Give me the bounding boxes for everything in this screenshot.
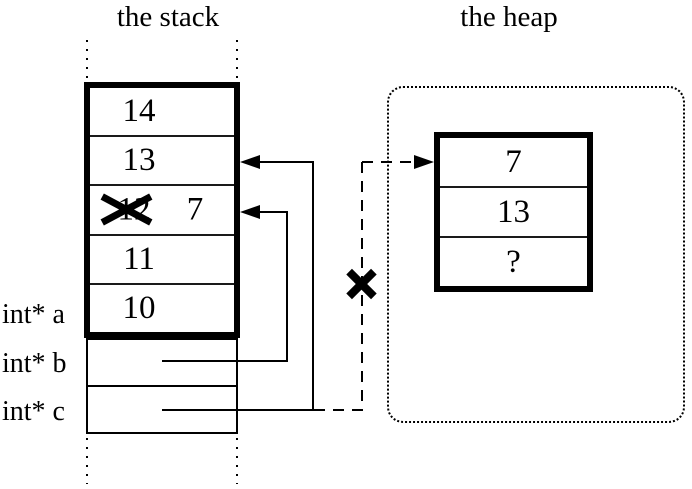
heap-region-boundary	[387, 86, 685, 423]
stack-frame-box: 14 13 12 7 11 10	[84, 82, 240, 338]
stack-guide-dotted-line	[236, 438, 238, 484]
pointer-b-line	[286, 211, 288, 362]
pointer-cells-box	[86, 338, 238, 434]
pointer-c-line	[312, 161, 314, 411]
stack-cell: 14	[90, 88, 234, 138]
stack-cell: 13	[90, 137, 234, 187]
arrow-into-stack-13-icon	[240, 155, 260, 169]
stack-cell-value: 10	[122, 289, 156, 326]
cross-out-x-icon	[99, 193, 154, 226]
stack-guide-dotted-line	[86, 40, 88, 80]
stack-guide-dotted-line	[86, 438, 88, 484]
heap-title: the heap	[460, 1, 558, 33]
pointer-cell-b	[88, 340, 236, 387]
heap-cell: 7	[440, 138, 587, 188]
heap-cell: ?	[440, 238, 587, 286]
dashed-arrow-into-heap-icon	[414, 155, 434, 169]
pointer-label-a: int* a	[2, 299, 65, 330]
dashed-old-pointer-line	[314, 409, 363, 411]
stack-cell: 11	[90, 236, 234, 285]
pointer-label-c: int* c	[2, 396, 65, 427]
pointer-c-line	[162, 409, 314, 411]
arrow-into-stack-7-icon	[240, 205, 260, 219]
dashed-old-pointer-line	[362, 161, 415, 163]
stack-cell-crossed: 12 7	[90, 186, 234, 236]
pointer-b-line	[162, 360, 288, 362]
pointer-b-line	[252, 211, 288, 213]
pointer-label-b: int* b	[2, 348, 67, 379]
stack-title: the stack	[116, 1, 220, 33]
pointer-c-line	[252, 161, 314, 163]
stack-cell-value: 14	[122, 93, 156, 130]
severed-pointer-x-icon	[346, 268, 377, 299]
heap-block-box: 7 13 ?	[434, 132, 593, 292]
heap-cell: 13	[440, 188, 587, 238]
stack-guide-dotted-line	[236, 40, 238, 80]
heap-cell-value: ?	[506, 243, 521, 280]
stack-cell-value: 13	[122, 142, 156, 179]
heap-cell-value: 13	[497, 193, 530, 230]
stack-cell: 10	[90, 285, 234, 332]
stack-cell-value: 11	[123, 240, 155, 277]
replacement-value: 7	[186, 191, 204, 228]
heap-cell-value: 7	[505, 143, 522, 180]
